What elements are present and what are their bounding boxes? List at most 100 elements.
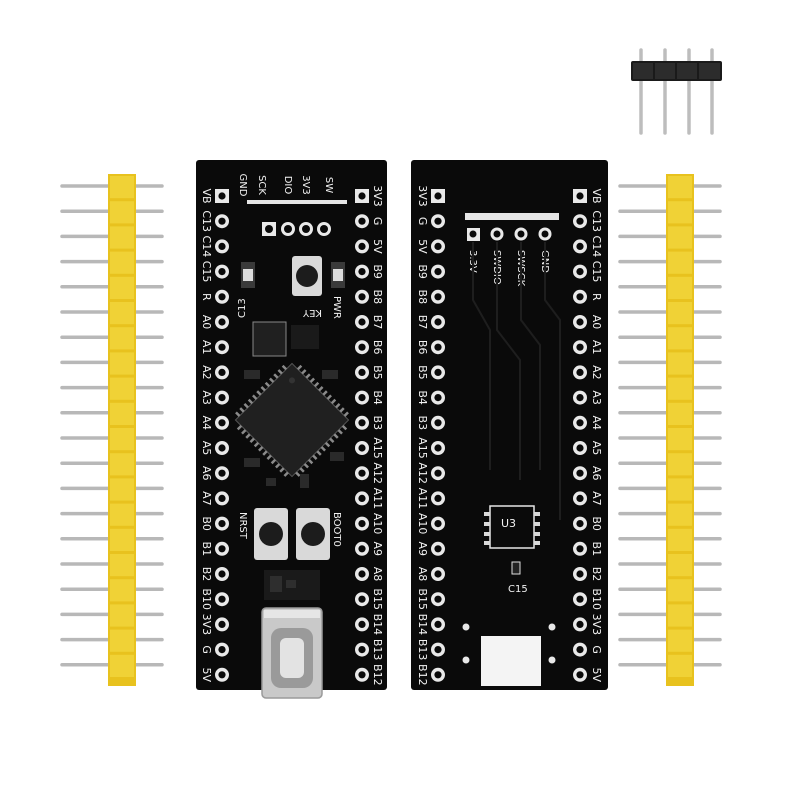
pad-hole bbox=[358, 293, 366, 301]
pin-label: B4 bbox=[416, 390, 429, 405]
left-board-pad-column-left bbox=[215, 189, 229, 682]
pad-hole bbox=[358, 394, 366, 402]
pin-label: A2 bbox=[590, 365, 603, 380]
swd-pads-bottom bbox=[467, 227, 552, 241]
mcu-pin bbox=[318, 386, 324, 392]
pin-label: A4 bbox=[200, 416, 213, 431]
mcu-pin bbox=[249, 437, 255, 443]
pin-label: 5V bbox=[416, 239, 429, 254]
pin-label: 3V3 bbox=[416, 185, 429, 207]
pad-hole bbox=[434, 545, 442, 553]
label-boot0: BOOT0 bbox=[331, 512, 342, 547]
pad-hole bbox=[576, 394, 584, 402]
pad-hole bbox=[218, 520, 226, 528]
pad-hole bbox=[358, 343, 366, 351]
pin-label: B8 bbox=[371, 290, 384, 305]
pin-label: B14 bbox=[416, 614, 429, 636]
left-pin-header bbox=[60, 174, 164, 686]
bottom-usb-pads bbox=[462, 623, 556, 664]
pin-label: B9 bbox=[416, 264, 429, 279]
pad-hole bbox=[218, 620, 226, 629]
pin-label: B3 bbox=[416, 416, 429, 431]
label-c15: C15 bbox=[508, 584, 528, 595]
pin-label: 3V3 bbox=[200, 614, 213, 636]
pad-hole bbox=[576, 343, 584, 351]
header-segment bbox=[668, 654, 692, 677]
mcu-pin bbox=[236, 424, 243, 431]
swd-label: SW bbox=[323, 177, 334, 193]
pin-label: R bbox=[200, 293, 213, 301]
pin-label: A12 bbox=[371, 462, 384, 484]
pin-label: B14 bbox=[371, 614, 384, 636]
pin-label: B7 bbox=[371, 315, 384, 330]
header-segment bbox=[110, 579, 134, 602]
header-segment bbox=[110, 302, 134, 325]
pin-label: A11 bbox=[371, 488, 384, 510]
pad-hole bbox=[218, 242, 226, 250]
pad-hole bbox=[358, 570, 366, 578]
pin-label: B2 bbox=[590, 567, 603, 582]
pin-label: B0 bbox=[590, 516, 603, 531]
pin-label: A15 bbox=[416, 437, 429, 459]
pin-label: B10 bbox=[200, 588, 213, 610]
header-segment bbox=[110, 453, 134, 476]
mcu-pin bbox=[252, 394, 258, 400]
pin-label: A15 bbox=[371, 437, 384, 459]
pad-hole bbox=[218, 444, 226, 452]
pin-label: B12 bbox=[371, 664, 384, 686]
pin-label: B1 bbox=[590, 542, 603, 557]
pad-hole bbox=[434, 570, 442, 578]
mcu-pin bbox=[241, 429, 247, 435]
pin-label: B5 bbox=[371, 365, 384, 380]
u3-footprint bbox=[489, 505, 535, 549]
header-segment bbox=[110, 226, 134, 249]
pin-label: C14 bbox=[200, 236, 213, 258]
pin-label: 3V3 bbox=[371, 185, 384, 207]
pin-label: A1 bbox=[590, 340, 603, 355]
pad-hole bbox=[358, 192, 366, 200]
mcu-pin bbox=[245, 433, 251, 439]
voltage-regulator bbox=[252, 321, 287, 357]
pin-label: B6 bbox=[371, 340, 384, 355]
pad-hole bbox=[218, 268, 226, 276]
mcu-pin bbox=[264, 381, 271, 388]
mcu-pin bbox=[307, 458, 314, 465]
pad-hole bbox=[434, 268, 442, 276]
pin-label: B8 bbox=[416, 290, 429, 305]
right-board-labels-left: 3V3G5VB9B8B7B6B5B4B3A15A12A11A10A9A8B15B… bbox=[416, 185, 429, 685]
header-segment bbox=[110, 201, 134, 224]
right-board-pad-column-left bbox=[431, 189, 445, 682]
header-segment bbox=[110, 176, 134, 199]
mcu-pin bbox=[253, 441, 260, 448]
pad-hole bbox=[218, 394, 226, 402]
pad-hole bbox=[434, 595, 442, 603]
mcu-pin bbox=[270, 458, 277, 465]
mcu-pin bbox=[299, 467, 305, 473]
pad-hole bbox=[576, 520, 584, 528]
mcu-pin bbox=[258, 446, 264, 452]
pad-hole bbox=[218, 318, 226, 326]
pin-label: A1 bbox=[200, 340, 213, 355]
pad-hole bbox=[434, 343, 442, 351]
pad-hole bbox=[434, 469, 442, 477]
pad-hole bbox=[218, 595, 226, 603]
smd-component bbox=[291, 325, 319, 349]
mcu-pin bbox=[295, 471, 301, 477]
pcb-traces bbox=[472, 242, 561, 520]
pad-hole bbox=[576, 595, 584, 603]
pin-label: B13 bbox=[371, 639, 384, 661]
pad-hole bbox=[576, 192, 584, 200]
pin-label: B5 bbox=[416, 365, 429, 380]
header-segment bbox=[110, 528, 134, 551]
pin-label: A2 bbox=[200, 365, 213, 380]
header-segment bbox=[668, 503, 692, 526]
pad-hole bbox=[218, 570, 226, 578]
pin-label: G bbox=[371, 217, 384, 226]
left-board-pad-column-right bbox=[355, 189, 369, 682]
mcu-pin bbox=[333, 433, 339, 439]
pin-label: B15 bbox=[416, 588, 429, 610]
mcu-pin bbox=[296, 364, 303, 371]
mcu-pin bbox=[256, 390, 262, 396]
left-board-labels-left: VBC13C14C15RA0A1A2A3A4A5A6A7B0B1B2B103V3… bbox=[200, 188, 213, 682]
pin-label: A4 bbox=[590, 416, 603, 431]
